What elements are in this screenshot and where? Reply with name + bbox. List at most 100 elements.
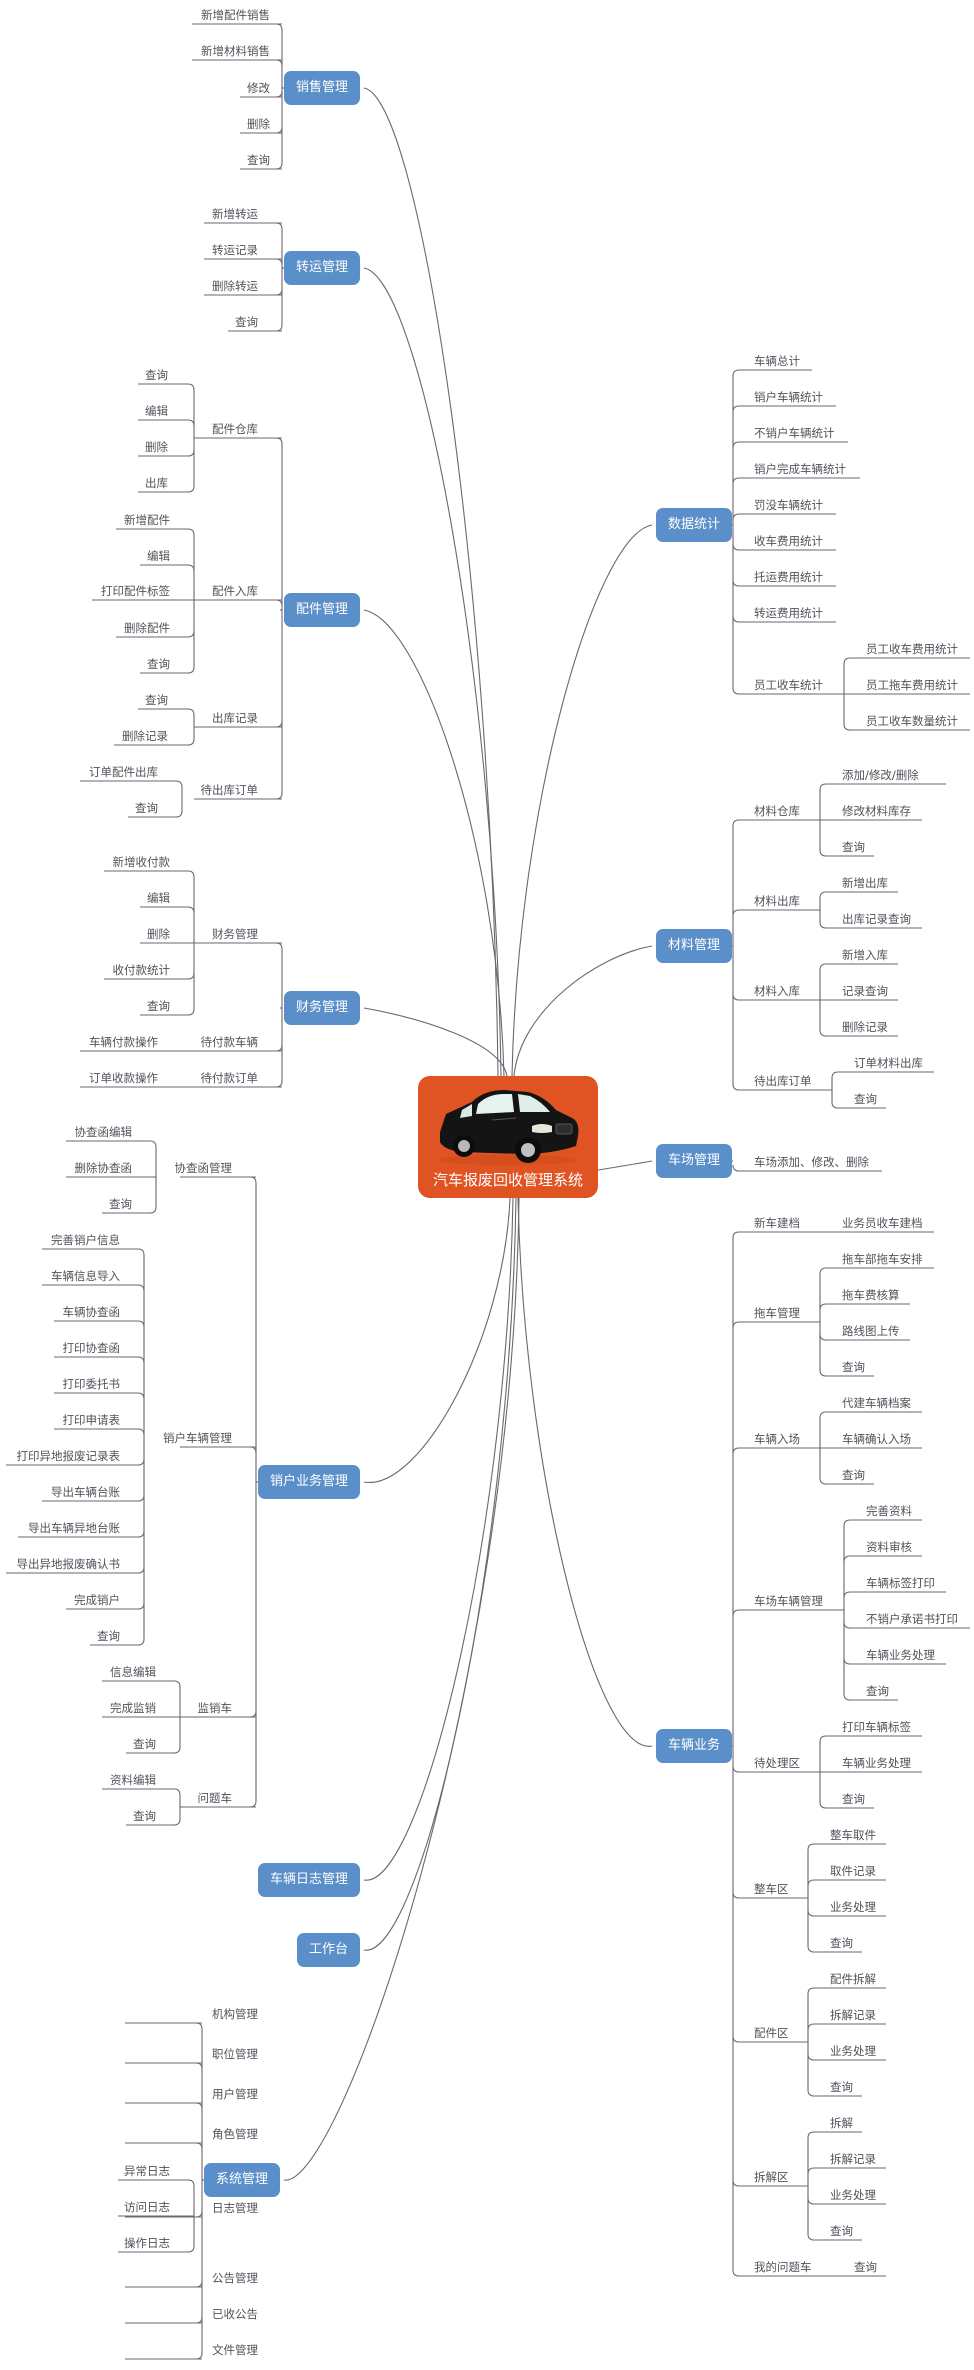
leaf-item[interactable]: 删除记录 — [122, 729, 168, 743]
leaf-item[interactable]: 删除记录 — [842, 1020, 888, 1034]
leaf-item[interactable]: 转运记录 — [212, 243, 258, 257]
leaf-item[interactable]: 拖车费核算 — [842, 1288, 900, 1302]
leaf-item[interactable]: 信息编辑 — [110, 1665, 156, 1679]
subtopic[interactable]: 待出库订单 — [200, 783, 259, 797]
leaf-item[interactable]: 不销户承诺书打印 — [866, 1612, 958, 1626]
leaf-item[interactable]: 打印协查函 — [62, 1341, 121, 1355]
subtopic[interactable]: 新车建档 — [754, 1216, 800, 1230]
leaf-item[interactable]: 打印配件标签 — [101, 584, 170, 598]
subtopic[interactable]: 用户管理 — [212, 2087, 258, 2101]
subtopic[interactable]: 已收公告 — [212, 2307, 258, 2321]
leaf-item[interactable]: 托运费用统计 — [754, 570, 823, 584]
leaf-item[interactable]: 完成监销 — [110, 1701, 156, 1715]
topic-data-statistics[interactable]: 数据统计 — [656, 508, 733, 542]
topic-workbench[interactable]: 工作台 — [296, 1933, 360, 1967]
leaf-item[interactable]: 修改 — [247, 81, 270, 95]
leaf-item[interactable]: 订单材料出库 — [854, 1056, 923, 1070]
leaf-item[interactable]: 操作日志 — [124, 2236, 170, 2250]
leaf-item[interactable]: 查询 — [842, 1468, 865, 1482]
leaf-item[interactable]: 新增配件销售 — [201, 8, 270, 22]
leaf-item[interactable]: 车场添加、修改、删除 — [754, 1155, 869, 1169]
leaf-item[interactable]: 打印车辆标签 — [842, 1720, 911, 1734]
leaf-item[interactable]: 查询 — [145, 693, 168, 707]
leaf-item[interactable]: 车辆业务处理 — [842, 1756, 911, 1770]
leaf-item[interactable]: 车辆标签打印 — [866, 1576, 935, 1590]
leaf-item[interactable]: 查询 — [830, 2224, 853, 2238]
leaf-item[interactable]: 查询 — [854, 1092, 877, 1106]
topic-vehicle-business[interactable]: 车辆业务 — [656, 1729, 733, 1763]
leaf-item[interactable]: 业务处理 — [830, 1900, 876, 1914]
leaf-item[interactable]: 车辆信息导入 — [51, 1269, 120, 1283]
leaf-item[interactable]: 路线图上传 — [842, 1324, 900, 1338]
subtopic[interactable]: 监销车 — [197, 1701, 233, 1715]
leaf-item[interactable]: 查询 — [97, 1629, 120, 1643]
topic-system-management[interactable]: 系统管理 — [203, 2163, 280, 2197]
leaf-item[interactable]: 拆解 — [830, 2116, 853, 2130]
leaf-item[interactable]: 查询 — [145, 368, 168, 382]
leaf-item[interactable]: 车辆协查函 — [62, 1305, 121, 1319]
leaf-item[interactable]: 查询 — [133, 1809, 156, 1823]
subtopic[interactable]: 角色管理 — [212, 2127, 258, 2141]
leaf-item[interactable]: 协查函编辑 — [74, 1125, 133, 1139]
leaf-item[interactable]: 完善资料 — [866, 1504, 912, 1518]
leaf-item[interactable]: 拆解记录 — [830, 2008, 876, 2022]
leaf-item[interactable]: 拆解记录 — [830, 2152, 876, 2166]
leaf-item[interactable]: 新增材料销售 — [201, 44, 270, 58]
leaf-item[interactable]: 车辆确认入场 — [842, 1432, 911, 1446]
leaf-item[interactable]: 不销户车辆统计 — [754, 426, 835, 440]
subtopic[interactable]: 机构管理 — [212, 2007, 258, 2021]
leaf-item[interactable]: 员工收车数量统计 — [866, 714, 958, 728]
leaf-item[interactable]: 打印异地报废记录表 — [16, 1449, 121, 1463]
leaf-item[interactable]: 修改材料库存 — [842, 804, 911, 818]
topic-parts-management[interactable]: 配件管理 — [283, 593, 360, 627]
leaf-item[interactable]: 订单配件出库 — [89, 765, 158, 779]
leaf-item[interactable]: 查询 — [235, 315, 258, 329]
leaf-item[interactable]: 导出异地报废确认书 — [16, 1557, 121, 1571]
leaf-item[interactable]: 删除配件 — [124, 621, 170, 635]
leaf-item[interactable]: 查询 — [135, 801, 158, 815]
leaf-item[interactable]: 销户车辆统计 — [754, 390, 823, 404]
leaf-item[interactable]: 删除 — [147, 927, 170, 941]
leaf-item[interactable]: 业务员收车建档 — [842, 1216, 923, 1230]
leaf-item[interactable]: 业务处理 — [830, 2044, 876, 2058]
leaf-item[interactable]: 打印委托书 — [62, 1377, 121, 1391]
subtopic[interactable]: 车辆入场 — [754, 1432, 800, 1446]
leaf-item[interactable]: 查询 — [147, 657, 170, 671]
leaf-item[interactable]: 罚没车辆统计 — [754, 498, 823, 512]
leaf-item[interactable]: 查询 — [842, 1360, 865, 1374]
leaf-item[interactable]: 记录查询 — [842, 984, 888, 998]
topic-transfer-management[interactable]: 转运管理 — [283, 251, 360, 285]
subtopic[interactable]: 配件入库 — [212, 584, 258, 598]
leaf-item[interactable]: 员工收车费用统计 — [866, 642, 958, 656]
subtopic[interactable]: 待付款车辆 — [200, 1035, 259, 1049]
leaf-item[interactable]: 收付款统计 — [112, 963, 171, 977]
leaf-item[interactable]: 查询 — [842, 840, 865, 854]
leaf-item[interactable]: 查询 — [830, 1936, 853, 1950]
leaf-item[interactable]: 查询 — [830, 2080, 853, 2094]
subtopic[interactable]: 待出库订单 — [754, 1074, 812, 1088]
subtopic[interactable]: 待处理区 — [754, 1756, 800, 1770]
leaf-item[interactable]: 查询 — [854, 2260, 877, 2274]
leaf-item[interactable]: 取件记录 — [830, 1864, 876, 1878]
leaf-item[interactable]: 查询 — [147, 999, 170, 1013]
leaf-item[interactable]: 出库记录查询 — [842, 912, 911, 926]
leaf-item[interactable]: 添加/修改/删除 — [842, 768, 919, 782]
leaf-item[interactable]: 新增收付款 — [112, 855, 171, 869]
leaf-item[interactable]: 新增入库 — [842, 948, 888, 962]
leaf-item[interactable]: 导出车辆异地台账 — [28, 1521, 120, 1535]
subtopic[interactable]: 拖车管理 — [754, 1306, 800, 1320]
leaf-item[interactable]: 异常日志 — [124, 2164, 170, 2178]
leaf-item[interactable]: 查询 — [109, 1197, 132, 1211]
subtopic[interactable]: 材料出库 — [754, 894, 800, 908]
leaf-item[interactable]: 查询 — [133, 1737, 156, 1751]
leaf-item[interactable]: 查询 — [247, 153, 270, 167]
leaf-item[interactable]: 删除 — [247, 117, 270, 131]
leaf-item[interactable]: 资料编辑 — [110, 1773, 156, 1787]
leaf-item[interactable]: 订单收款操作 — [89, 1071, 158, 1085]
leaf-item[interactable]: 业务处理 — [830, 2188, 876, 2202]
root-topic[interactable]: 汽车报废回收管理系统 — [418, 1076, 598, 1198]
topic-sales-management[interactable]: 销售管理 — [283, 71, 360, 105]
leaf-item[interactable]: 导出车辆台账 — [51, 1485, 120, 1499]
leaf-item[interactable]: 配件拆解 — [830, 1972, 876, 1986]
subtopic[interactable]: 待付款订单 — [200, 1071, 259, 1085]
